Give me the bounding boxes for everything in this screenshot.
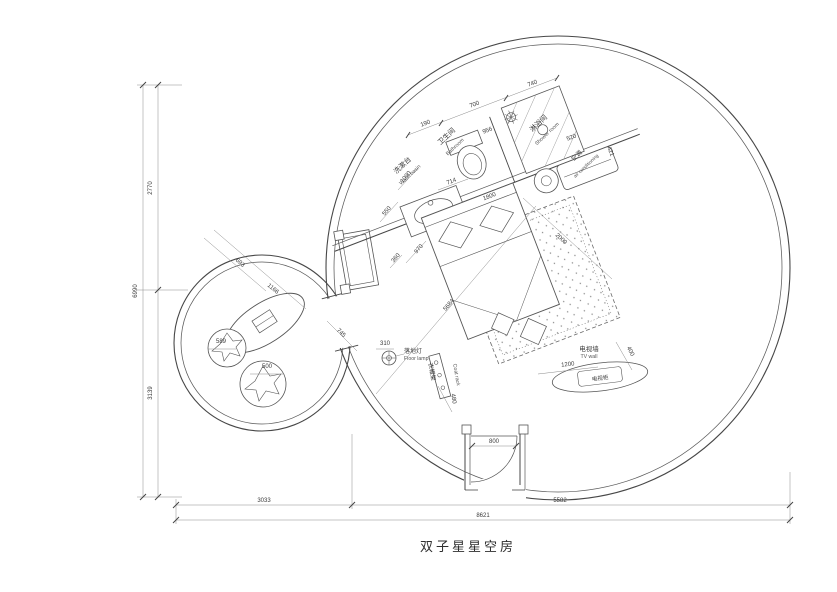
cushion-1 [491, 312, 515, 336]
passage-opening [314, 292, 366, 352]
dim-coat-rack: 480 [449, 393, 457, 405]
left-dimension-chain: 2770 3139 6990 [133, 81, 188, 501]
label-coat-rack-cn: 衣帽架 [426, 362, 437, 381]
label-coat-rack-en: Coat rack [451, 363, 461, 386]
dim-bed-a: 360 [391, 252, 402, 264]
bedroom-bath-block [332, 85, 640, 365]
dim-tv-depth: 400 [625, 346, 635, 358]
chair-2 [239, 360, 287, 408]
dim-floor-lamp: 310 [380, 341, 391, 347]
label-tv-wall-en: TV wall [580, 354, 597, 360]
toilet [445, 129, 487, 180]
chair-1 [207, 328, 247, 368]
label-tv-cabinet: 电视柜 [591, 373, 609, 383]
basin-tap [427, 200, 434, 206]
bottom-dimension-chain: 3033 5582 8621 [172, 434, 794, 524]
dim-bed-width: 1800 [482, 192, 497, 203]
ac-unit [556, 146, 619, 190]
desk [225, 292, 305, 354]
door-post-left [461, 424, 472, 435]
label-floor-lamp-cn: 落地灯 [404, 347, 422, 355]
dim-desk-a: 693 [234, 258, 246, 269]
shower-partition [489, 116, 516, 183]
dim-basin-c: 550 [382, 205, 393, 217]
dim-bath-d: 956 [482, 126, 494, 135]
dim-left-lower: 3139 [148, 386, 154, 400]
pillow-right [479, 205, 515, 233]
interior-dimensions [375, 74, 613, 395]
entry-vestibule: 800 [461, 424, 529, 501]
dim-bath-b: 700 [469, 100, 481, 109]
shower-drain [537, 124, 549, 136]
drawing-title: 双子星星空房 [420, 539, 516, 554]
big-room-wall [325, 35, 791, 501]
dim-entry-door: 800 [489, 439, 500, 445]
pillow-left [438, 221, 473, 249]
label-floor-lamp-en: Floor lamp [404, 356, 429, 362]
dim-passage: 745 [335, 328, 347, 340]
cushion-2 [519, 317, 547, 345]
dim-bottom-right: 5582 [553, 498, 567, 504]
entry-niche [333, 229, 380, 295]
dim-left-total: 6990 [133, 284, 139, 298]
dim-bath-c: 740 [527, 79, 539, 88]
dim-bath-a: 190 [420, 119, 432, 128]
dim-chair-2: 500 [262, 364, 273, 370]
floor-lamp [381, 350, 397, 366]
dim-tv-width: 1200 [561, 361, 576, 368]
round-stool [533, 168, 559, 194]
dim-left-upper: 2770 [148, 181, 154, 195]
dim-basin-a: 714 [446, 177, 458, 186]
dim-bed-b: 970 [414, 243, 425, 255]
label-tv-wall-cn: 电视墙 [579, 344, 599, 353]
dim-chair-1: 589 [216, 339, 227, 345]
shower-head-icon [504, 110, 518, 124]
dim-bottom-left: 3033 [257, 498, 271, 504]
dim-ac-depth: 421 [605, 146, 614, 158]
coat-rack [428, 352, 452, 400]
dim-bottom-total: 8621 [476, 513, 490, 519]
shower-area [500, 85, 585, 174]
door-post-right [518, 424, 529, 435]
dim-shower-width: 520 [566, 133, 578, 142]
entry-door-swing [470, 435, 518, 483]
